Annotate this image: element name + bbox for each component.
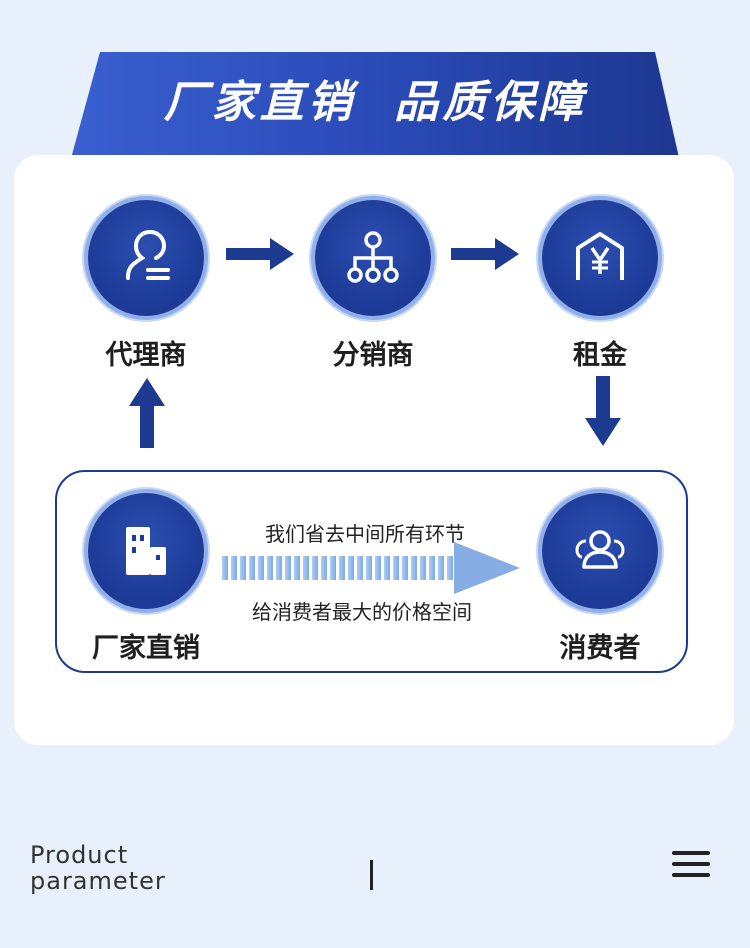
- rent-label: 租金: [573, 340, 627, 371]
- rent-node: [542, 200, 658, 316]
- flow-bottom-text: 给消费者最大的价格空间: [252, 600, 472, 624]
- factory-node: [88, 493, 204, 609]
- building-icon: [126, 527, 166, 575]
- banner-shape: [70, 52, 680, 162]
- flow-arrow-icon: [222, 542, 520, 594]
- arrow-down-icon: [585, 376, 621, 446]
- arrow-up-icon: [129, 378, 165, 448]
- title-line-2: parameter: [30, 867, 166, 895]
- distributor-label: 分销商: [332, 340, 414, 371]
- org-tree-icon: [347, 231, 399, 283]
- agent-node: [88, 200, 204, 316]
- title-line-1: Product: [30, 841, 129, 869]
- arrow-right-icon: [226, 238, 294, 270]
- yen-house-icon: [576, 232, 624, 280]
- group-icon: [575, 530, 625, 569]
- menu-icon[interactable]: [672, 851, 712, 877]
- divider: [370, 860, 373, 890]
- distributor-node: [315, 200, 431, 316]
- agent-label: 代理商: [105, 340, 187, 371]
- consumer-node: [542, 493, 658, 609]
- flow-top-text: 我们省去中间所有环节: [265, 522, 465, 546]
- product-parameter-title: Product parameter: [30, 842, 166, 894]
- factory-label: 厂家直销: [92, 633, 200, 664]
- header-banner: 厂家直销 品质保障: [70, 52, 680, 162]
- person-icon: [126, 229, 170, 280]
- consumer-label: 消费者: [559, 633, 641, 664]
- banner-title: 厂家直销 品质保障: [163, 77, 587, 128]
- arrow-right-icon: [451, 238, 519, 270]
